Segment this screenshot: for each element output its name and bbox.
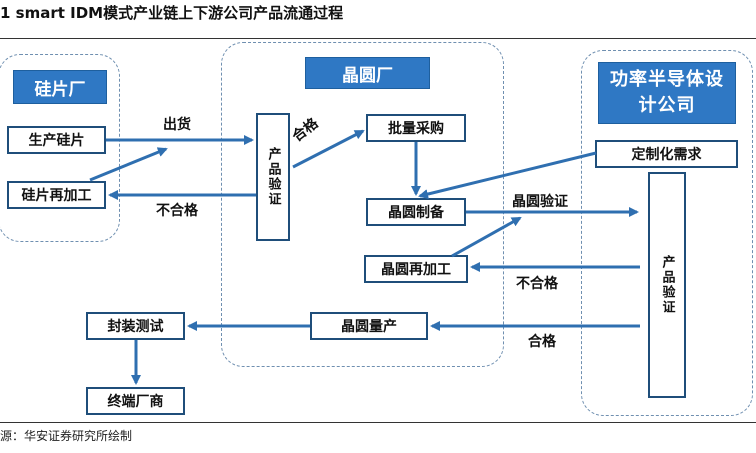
- bottom-rule: [0, 422, 756, 423]
- region-label-wafer-factory: 硅片厂: [13, 70, 107, 104]
- box-end-vendor: 终端厂商: [86, 387, 185, 415]
- box-produce-wafer: 生产硅片: [7, 126, 106, 154]
- box-bulk-purchase: 批量采购: [366, 114, 466, 142]
- edge-label-fail-2: 不合格: [516, 276, 558, 292]
- edge-label-wafer-verify: 晶圆验证: [512, 194, 568, 210]
- edge-label-fail-1: 不合格: [156, 203, 198, 219]
- arrow-verify-pass-to-purchase: [292, 129, 365, 169]
- box-wafer-prep: 晶圆制备: [366, 198, 466, 226]
- box-wafer-reprocess: 硅片再加工: [7, 181, 106, 209]
- box-product-verify-fab: 产品验证: [256, 113, 290, 241]
- edge-label-ship: 出货: [163, 117, 191, 133]
- figure-title: 1 smart IDM模式产业链上下游公司产品流通过程: [0, 4, 344, 22]
- region-wafer-factory: [0, 54, 120, 242]
- region-label-design: 功率半导体设计公司: [598, 62, 736, 124]
- box-wafer-reprocess-fab: 晶圆再加工: [364, 255, 468, 283]
- source-note: 源：华安证券研究所绘制: [0, 429, 133, 443]
- region-fab: [221, 42, 504, 367]
- region-design: [581, 50, 753, 416]
- region-label-fab: 晶圆厂: [305, 57, 430, 89]
- top-rule: [0, 38, 756, 39]
- box-custom-demand: 定制化需求: [595, 140, 738, 168]
- edge-label-pass-2: 合格: [528, 334, 556, 350]
- box-wafer-mass-production: 晶圆量产: [310, 312, 428, 340]
- box-package-test: 封装测试: [86, 312, 185, 340]
- arrow-demand-to-prep: [418, 151, 597, 199]
- box-product-verify-design: 产品验证: [648, 172, 686, 398]
- arrow-reprocess-to-verify: [451, 216, 522, 258]
- arrow-reprocess-to-ship: [89, 147, 168, 182]
